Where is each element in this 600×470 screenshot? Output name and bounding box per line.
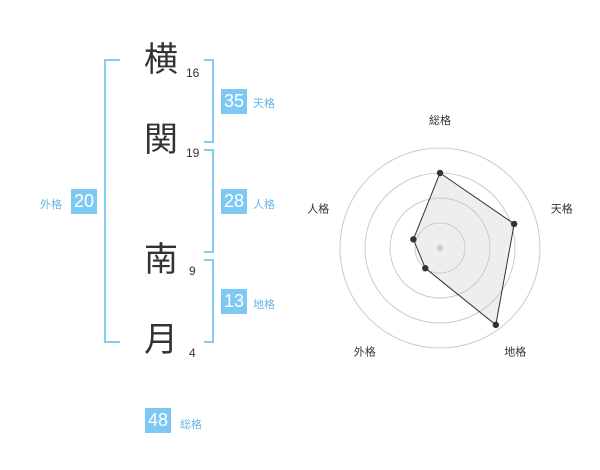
tenkaku-label: 天格 [253, 97, 275, 110]
soukaku-label: 総格 [180, 418, 202, 431]
gaikaku-label: 外格 [40, 198, 62, 211]
stroke-count-3: 9 [189, 264, 196, 278]
radar-point-5 [410, 236, 417, 243]
radar-series-polygon [412, 172, 515, 326]
name-char-2: 関 [144, 120, 178, 160]
tenkaku-bracket [204, 59, 214, 143]
name-char-3: 南 [144, 240, 178, 280]
chikaku-bracket [204, 259, 214, 343]
radar-center-dot [437, 245, 443, 251]
gaikaku-value: 20 [71, 189, 98, 214]
radar-axis-label-1: 総格 [429, 113, 451, 127]
soukaku-value: 48 [145, 408, 172, 433]
jinkaku-value: 28 [221, 189, 248, 214]
stroke-count-1: 16 [186, 66, 200, 80]
radar-axis-label-2: 天格 [551, 201, 573, 215]
stroke-count-2: 19 [186, 146, 200, 160]
chikaku-value: 13 [221, 289, 248, 314]
radar-point-1 [436, 169, 444, 177]
radar-axis-label-4: 外格 [354, 345, 376, 359]
radar-ring [389, 197, 491, 299]
name-char-4: 月 [144, 320, 178, 360]
radar-point-3 [492, 321, 500, 329]
radar-point-4 [422, 265, 429, 272]
jinkaku-label: 人格 [253, 198, 275, 211]
stroke-count-4: 4 [189, 346, 196, 360]
radar-axis-label-5: 人格 [307, 201, 329, 215]
name-char-1: 横 [144, 40, 178, 80]
radar-axis-label-3: 地格 [504, 345, 526, 359]
radar-ring [414, 222, 466, 274]
jinkaku-bracket [204, 149, 214, 253]
tenkaku-value: 35 [221, 89, 248, 114]
chikaku-label: 地格 [253, 298, 275, 311]
gaikaku-bracket [104, 59, 120, 343]
radar-ring [339, 147, 541, 349]
radar-point-2 [510, 220, 518, 228]
